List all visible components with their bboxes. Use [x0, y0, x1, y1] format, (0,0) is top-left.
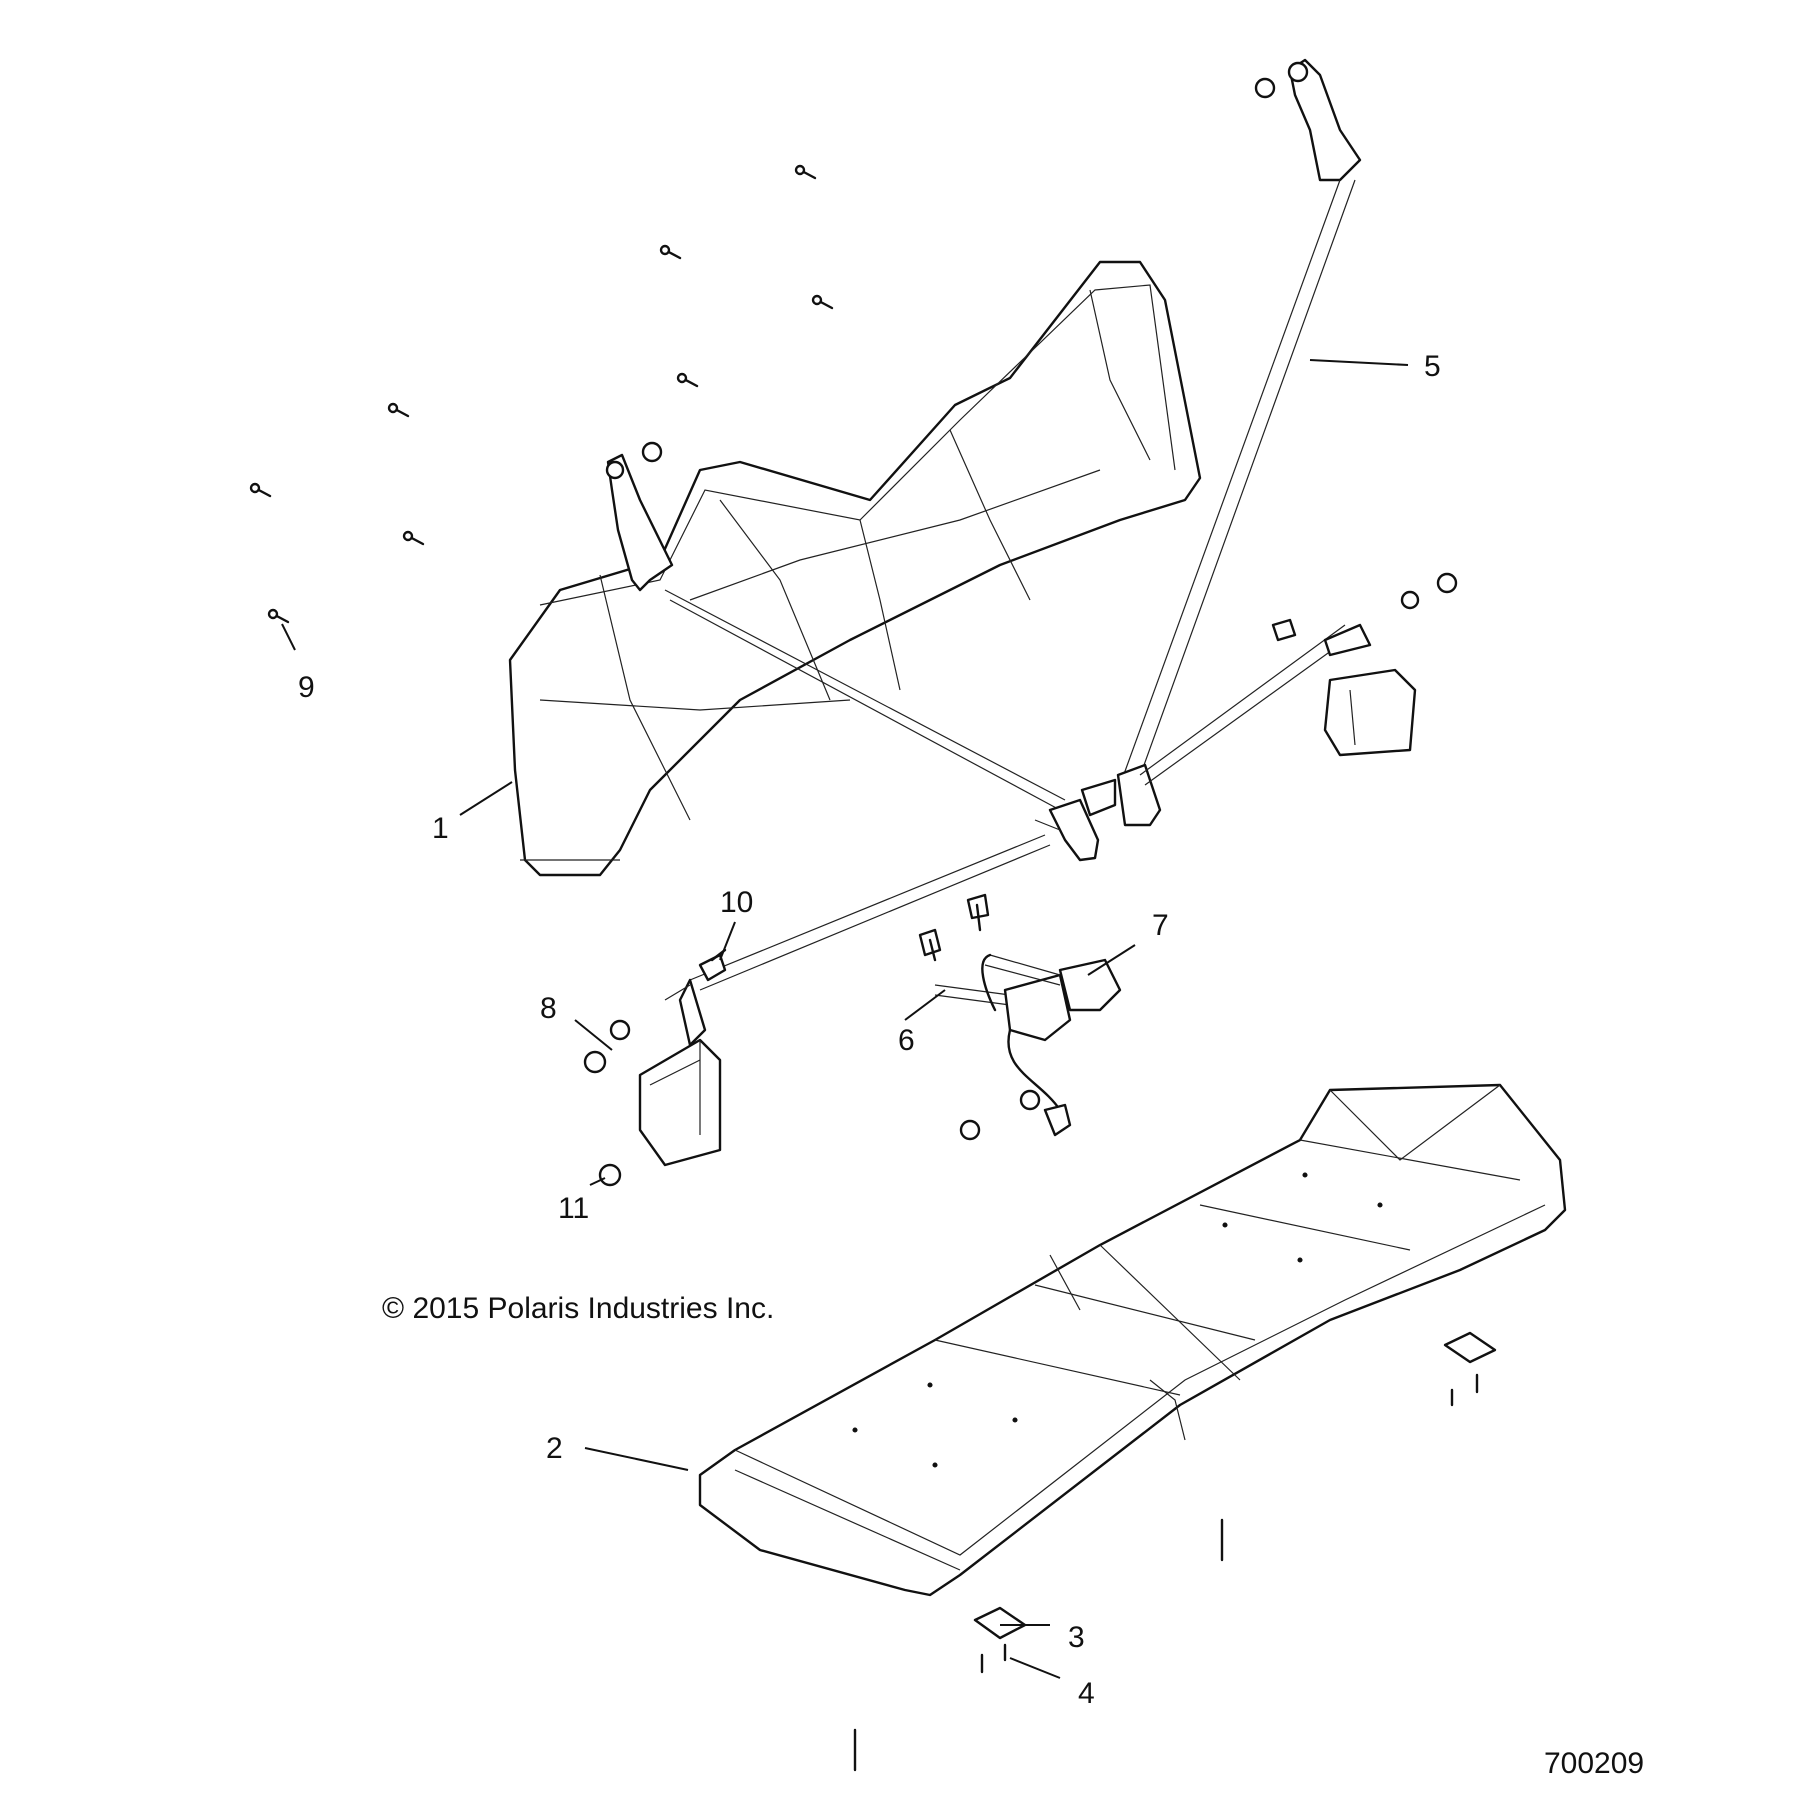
seat-bottom[interactable]	[698, 1083, 1567, 1597]
callout-1: 1	[432, 812, 449, 845]
callout-5: 5	[1424, 350, 1441, 383]
callout-labels: 1 2 3 4 5 6 7 8 9 10 11	[298, 350, 1441, 1710]
seat-back[interactable]	[508, 260, 1202, 877]
callout-2: 2	[546, 1432, 563, 1465]
bolts-10[interactable]	[698, 618, 1297, 982]
callout-9: 9	[298, 671, 315, 704]
callout-8: 8	[540, 992, 557, 1025]
callout-3: 3	[1068, 1621, 1085, 1654]
diagram-part-number: 700209	[1544, 1747, 1644, 1780]
leader-lines	[281, 359, 1409, 1679]
copyright-notice: © 2015 Polaris Industries Inc.	[382, 1292, 774, 1325]
callout-4: 4	[1078, 1677, 1095, 1710]
screws-9[interactable]	[249, 164, 834, 624]
callout-6: 6	[898, 1024, 915, 1057]
callout-11: 11	[558, 1192, 589, 1225]
buckle-assembly[interactable]	[934, 953, 1122, 1137]
callout-10: 10	[720, 886, 753, 919]
nuts-8-11[interactable]	[583, 77, 1458, 1187]
callout-7: 7	[1152, 909, 1169, 942]
seat-belt-left[interactable]	[605, 453, 1100, 1167]
pins-4[interactable]	[853, 1373, 1479, 1772]
seat-belt-right[interactable]	[1080, 58, 1417, 827]
